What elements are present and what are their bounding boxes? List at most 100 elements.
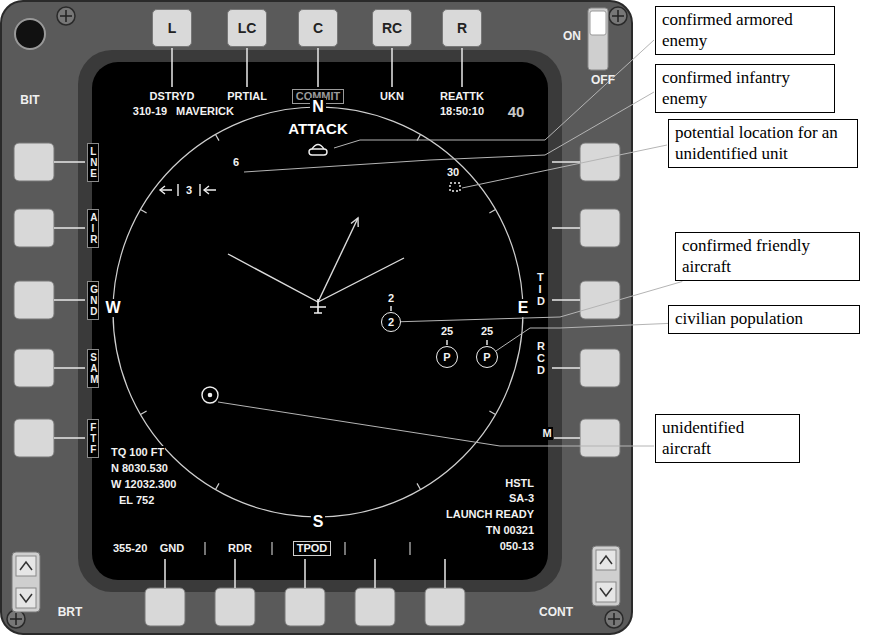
potential-location-marker bbox=[450, 183, 460, 191]
civilian-symbol: P bbox=[476, 346, 498, 368]
data-readout: W 12032.300 bbox=[110, 478, 177, 491]
bezel-button bbox=[580, 349, 620, 387]
status-text: 310-19 bbox=[132, 105, 168, 118]
side-tab: AIR bbox=[87, 209, 99, 248]
contrast-rocker bbox=[592, 546, 620, 606]
range-ring bbox=[113, 107, 523, 517]
bezel-button bbox=[355, 588, 395, 626]
node-text: potential location for an unidentified u… bbox=[675, 123, 838, 163]
bezel-button: RC bbox=[372, 9, 412, 47]
friendly-aircraft-symbol: 2 bbox=[381, 312, 401, 332]
compass-rose bbox=[113, 107, 523, 517]
menu-label: RDR bbox=[227, 542, 253, 555]
threat-readout: 050-13 bbox=[499, 540, 535, 553]
side-tab: GND bbox=[87, 281, 99, 320]
armored-symbol bbox=[309, 149, 327, 155]
threat-readout: LAUNCH READY bbox=[445, 508, 535, 521]
data-readout: 355-20 bbox=[112, 542, 148, 555]
rocker-down bbox=[596, 582, 616, 602]
mode-box: TPOD bbox=[293, 541, 332, 556]
track-number: 2 bbox=[387, 292, 395, 305]
bezel-button: C bbox=[298, 9, 338, 47]
arrow-down bbox=[20, 594, 32, 602]
callout-box: confirmed friendly aircraft bbox=[675, 232, 860, 281]
bezel-label: OFF bbox=[591, 73, 615, 87]
arrow-down bbox=[600, 588, 612, 596]
rocker-body bbox=[12, 552, 40, 612]
bezel-button bbox=[580, 281, 620, 319]
top-ticks bbox=[172, 48, 462, 87]
node-text: C bbox=[313, 20, 323, 36]
bezel-button bbox=[145, 588, 185, 626]
threat-readout: TN 00321 bbox=[485, 524, 535, 537]
data-readout: EL 752 bbox=[118, 494, 155, 507]
bezel-button bbox=[14, 419, 54, 457]
data-readout: N 8030.530 bbox=[110, 462, 169, 475]
bezel-button bbox=[14, 209, 54, 247]
menu-label: UKN bbox=[379, 90, 405, 103]
bracket-marker bbox=[160, 184, 216, 196]
compass-letter: E bbox=[516, 299, 531, 317]
arrow-up bbox=[600, 556, 612, 564]
button-ticks bbox=[54, 48, 580, 588]
compass-letter: N bbox=[310, 98, 326, 116]
track-number: 25 bbox=[480, 325, 494, 338]
arrow-head bbox=[351, 218, 358, 227]
side-tab: FTF bbox=[87, 419, 99, 458]
side-label: RCD bbox=[536, 340, 544, 376]
symbol-stems bbox=[391, 306, 487, 345]
bezel-button bbox=[14, 281, 54, 319]
callout-box: confirmed infantry enemy bbox=[655, 64, 835, 113]
node-text: confirmed armored enemy bbox=[662, 10, 793, 50]
arrow-head bbox=[160, 186, 165, 194]
mode-title: ATTACK bbox=[286, 120, 349, 137]
armored-symbol bbox=[312, 145, 324, 150]
callout-box: civilian population bbox=[668, 305, 860, 334]
bezel-label: CONT bbox=[539, 605, 573, 619]
arrow-head bbox=[204, 186, 209, 194]
node-text: FTF bbox=[90, 422, 96, 455]
bezel-label: ON bbox=[563, 29, 581, 43]
track-number: 30 bbox=[446, 166, 460, 179]
brightness-rocker bbox=[12, 552, 40, 612]
symbols bbox=[160, 145, 487, 404]
unidentified-aircraft-symbol bbox=[202, 387, 218, 403]
side-label: M bbox=[541, 427, 552, 440]
node-text: P bbox=[483, 351, 490, 363]
arrow-up bbox=[20, 562, 32, 570]
node-text: SAM bbox=[90, 352, 96, 385]
steering-arrow bbox=[318, 218, 358, 302]
screen-frame bbox=[78, 50, 562, 592]
leader-line bbox=[218, 402, 654, 446]
bezel-button bbox=[215, 588, 255, 626]
callout-box: potential location for an unidentified u… bbox=[668, 119, 858, 168]
menu-label: DSTRYD bbox=[149, 90, 196, 103]
bezel-button bbox=[285, 588, 325, 626]
node-text: TPOD bbox=[297, 542, 328, 554]
bezel-button bbox=[425, 588, 465, 626]
bezel-button: L bbox=[152, 9, 192, 47]
bezel-button bbox=[580, 419, 620, 457]
node-text: unidentified aircraft bbox=[662, 418, 744, 458]
node-text: GND bbox=[90, 284, 96, 317]
switch-body bbox=[588, 8, 608, 70]
right-ticks bbox=[552, 162, 580, 438]
status-number: 40 bbox=[507, 103, 526, 120]
rocker-up bbox=[596, 550, 616, 570]
menu-label: PRTIAL bbox=[226, 90, 268, 103]
node-text: civilian population bbox=[675, 309, 803, 328]
bezel-button: R bbox=[442, 9, 482, 47]
leader-lines bbox=[218, 40, 667, 446]
leader-line bbox=[496, 323, 668, 350]
callout-box: confirmed armored enemy bbox=[655, 6, 835, 55]
node-text: confirmed infantry enemy bbox=[662, 68, 790, 108]
node-text: R bbox=[457, 20, 467, 36]
track-number: 25 bbox=[440, 325, 454, 338]
rocker-body bbox=[592, 546, 620, 606]
civilian-symbol: P bbox=[436, 346, 458, 368]
data-readout: TQ 100 FT bbox=[110, 446, 165, 459]
side-label: TID bbox=[536, 271, 544, 307]
bezel-button bbox=[14, 143, 54, 181]
bottom-ticks bbox=[165, 559, 445, 588]
